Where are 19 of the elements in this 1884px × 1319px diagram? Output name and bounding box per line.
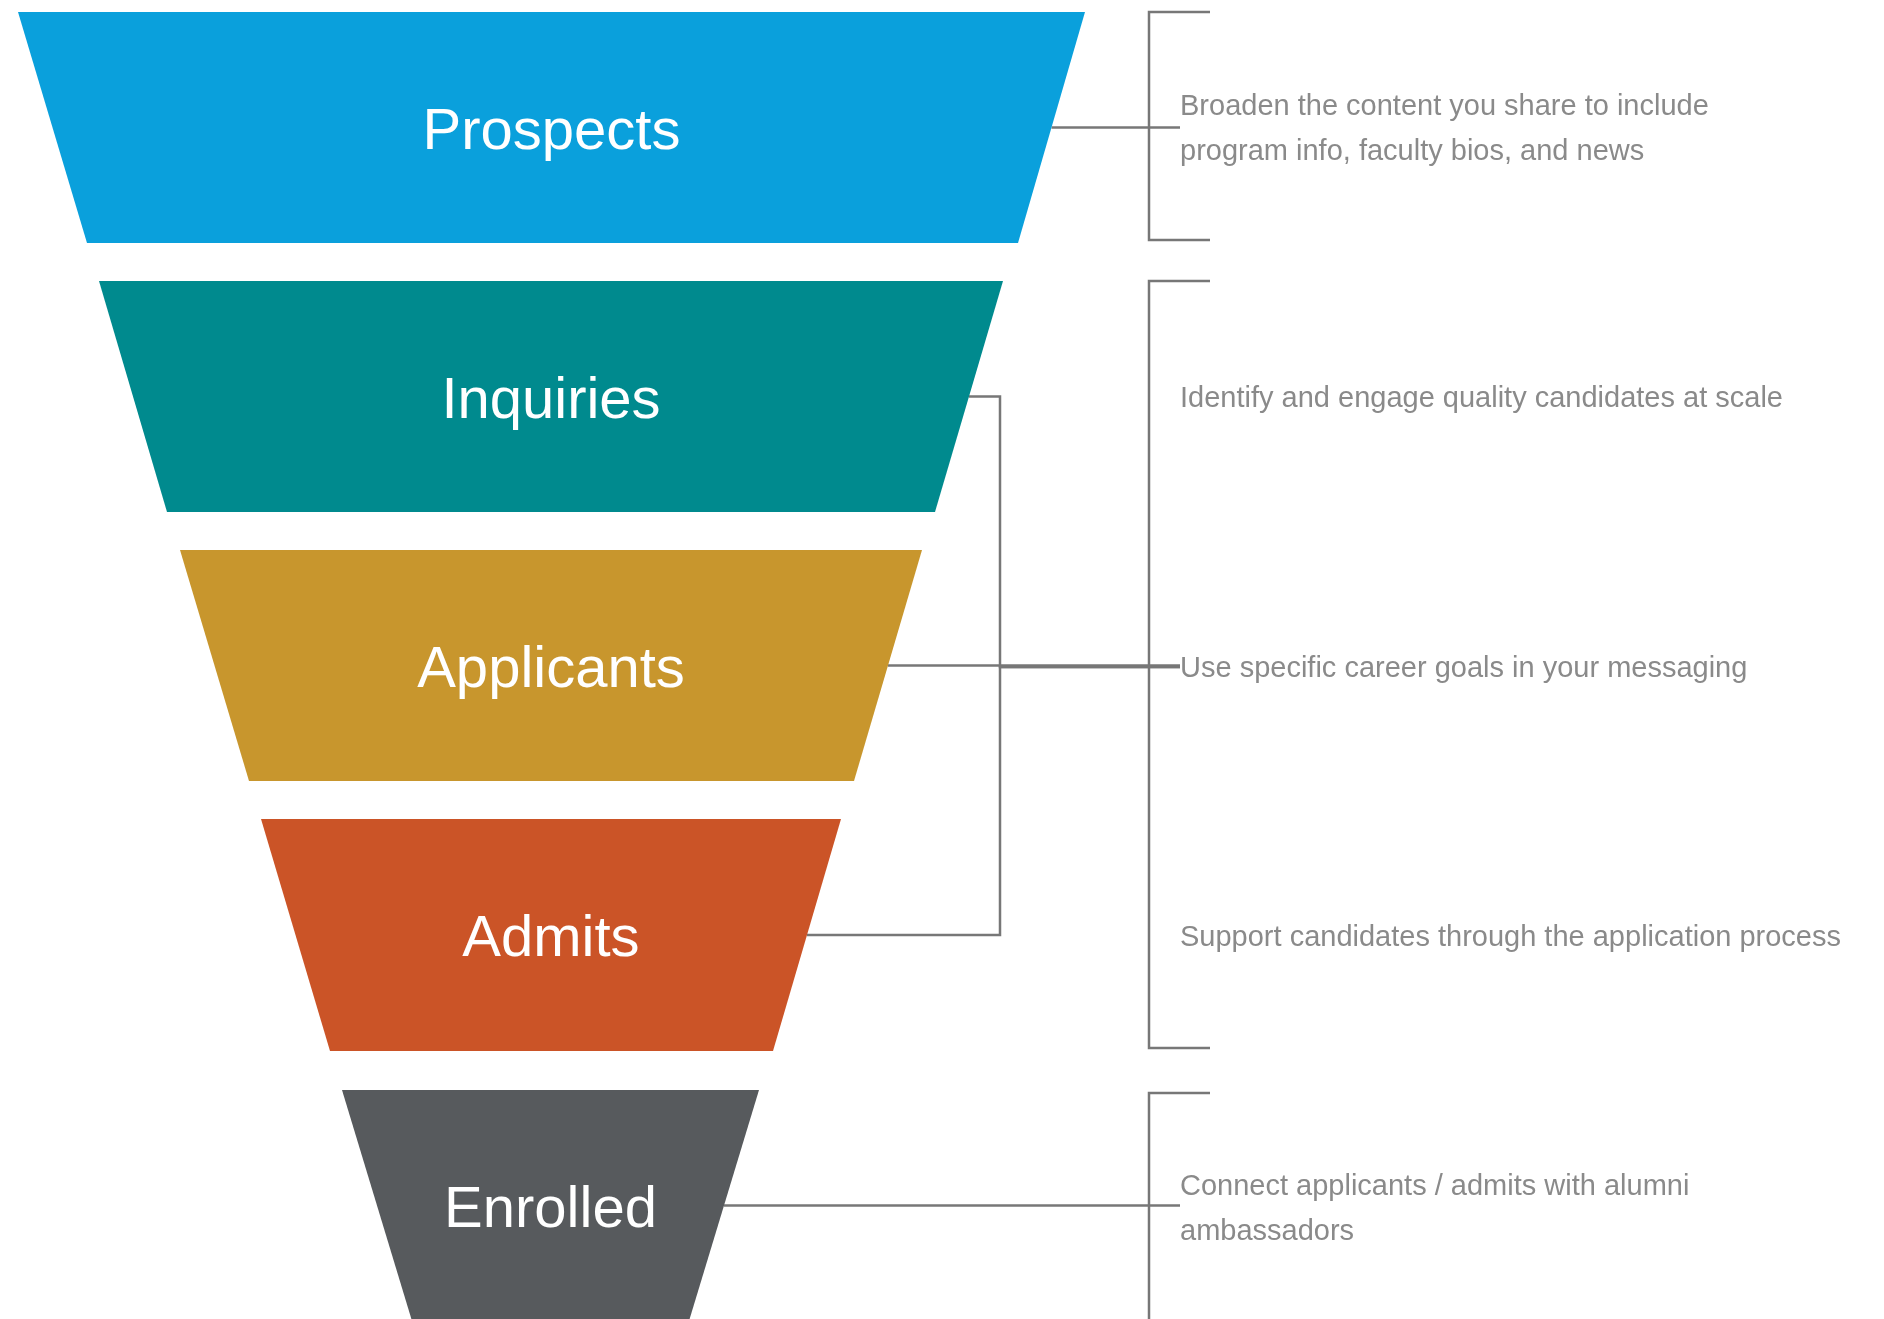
stage-label: Prospects bbox=[421, 94, 682, 161]
stage-label: Enrolled bbox=[443, 1172, 658, 1239]
note-text: Identify and engage quality candidates at scale bbox=[1180, 374, 1870, 420]
leader-line bbox=[888, 664, 1180, 667]
leader-line bbox=[807, 665, 1180, 937]
leader-line bbox=[1051, 126, 1180, 129]
funnel-segment bbox=[18, 12, 1085, 243]
funnel-segment bbox=[342, 1090, 759, 1319]
note-text: Support candidates through the application process bbox=[1180, 913, 1870, 959]
note-text: Broaden the content you share to include program info, faculty bios, and news bbox=[1180, 83, 1800, 173]
note-text: Connect applicants / admits with alumni ambassadors bbox=[1180, 1163, 1870, 1253]
leader-line bbox=[724, 1204, 1180, 1207]
funnel-segment bbox=[99, 281, 1003, 512]
stage-label: Admits bbox=[461, 901, 641, 969]
funnel-segment bbox=[180, 550, 922, 781]
funnel-segment bbox=[261, 819, 841, 1051]
stage-label: Inquiries bbox=[440, 363, 662, 430]
note-text: Use specific career goals in your messaging bbox=[1180, 644, 1880, 690]
stage-label: Applicants bbox=[416, 632, 686, 699]
